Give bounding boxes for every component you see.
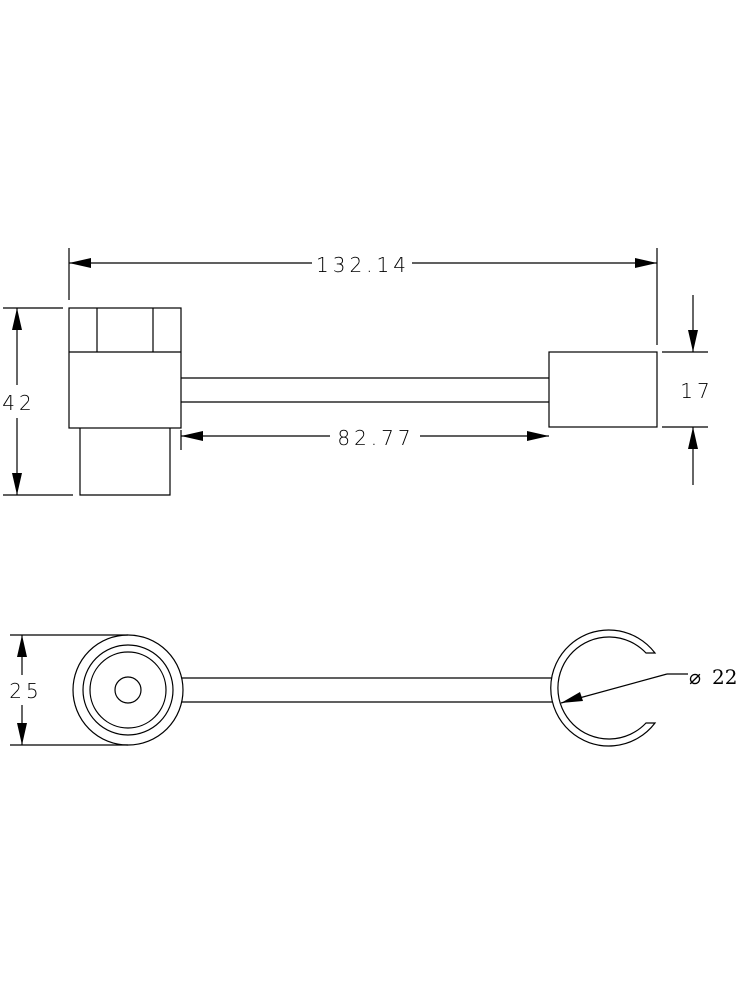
- top-view: [72, 629, 657, 747]
- left-block: [68, 307, 182, 429]
- dimension-label: 42: [2, 391, 35, 415]
- dimension-left-height: 42: [2, 307, 73, 496]
- dimension-label: 82.77: [337, 426, 414, 450]
- front-view: [68, 307, 658, 496]
- dimension-label: 17: [680, 379, 713, 403]
- dimension-label: 132.14: [316, 253, 410, 277]
- right-block: [548, 351, 658, 428]
- dimension-label: 22: [712, 665, 737, 689]
- left-lower-block: [79, 428, 171, 496]
- dimension-right-height: 17: [662, 295, 713, 485]
- c-ring: [550, 629, 657, 747]
- dimension-rod-length: 82.77: [180, 426, 549, 450]
- dimension-overall-length: 132.14: [68, 248, 658, 345]
- dimension-label: 25: [9, 679, 42, 703]
- dimension-ring-diameter: ⌀ 22: [560, 665, 737, 704]
- dimension-bottom-width: 25: [9, 634, 128, 746]
- diameter-symbol: ⌀: [689, 665, 701, 689]
